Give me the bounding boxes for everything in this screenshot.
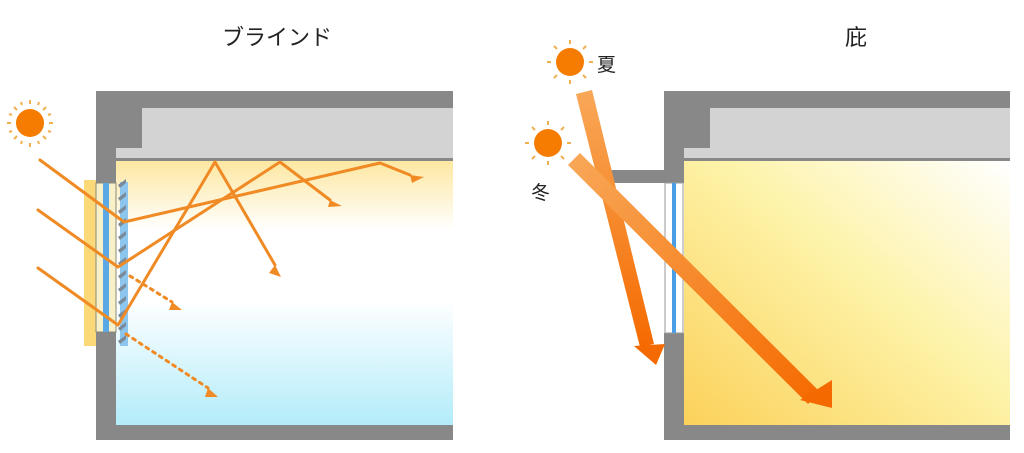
- blind-panel-title: ブラインド: [222, 26, 333, 51]
- summer-sun-icon: [547, 40, 593, 84]
- blind-room: [96, 91, 453, 440]
- summer-label: 夏: [597, 54, 617, 76]
- blind-sun-icon: [7, 100, 53, 147]
- winter-sun-icon: [525, 121, 571, 165]
- winter-label: 冬: [531, 182, 551, 204]
- winter-sun-beam: [568, 153, 832, 408]
- eave-overhang: [610, 170, 664, 183]
- summer-sun-beam: [576, 90, 665, 365]
- blind-light-rays: [36, 158, 424, 397]
- eave-panel-title: 庇: [845, 26, 868, 51]
- eave-room: [664, 91, 1010, 440]
